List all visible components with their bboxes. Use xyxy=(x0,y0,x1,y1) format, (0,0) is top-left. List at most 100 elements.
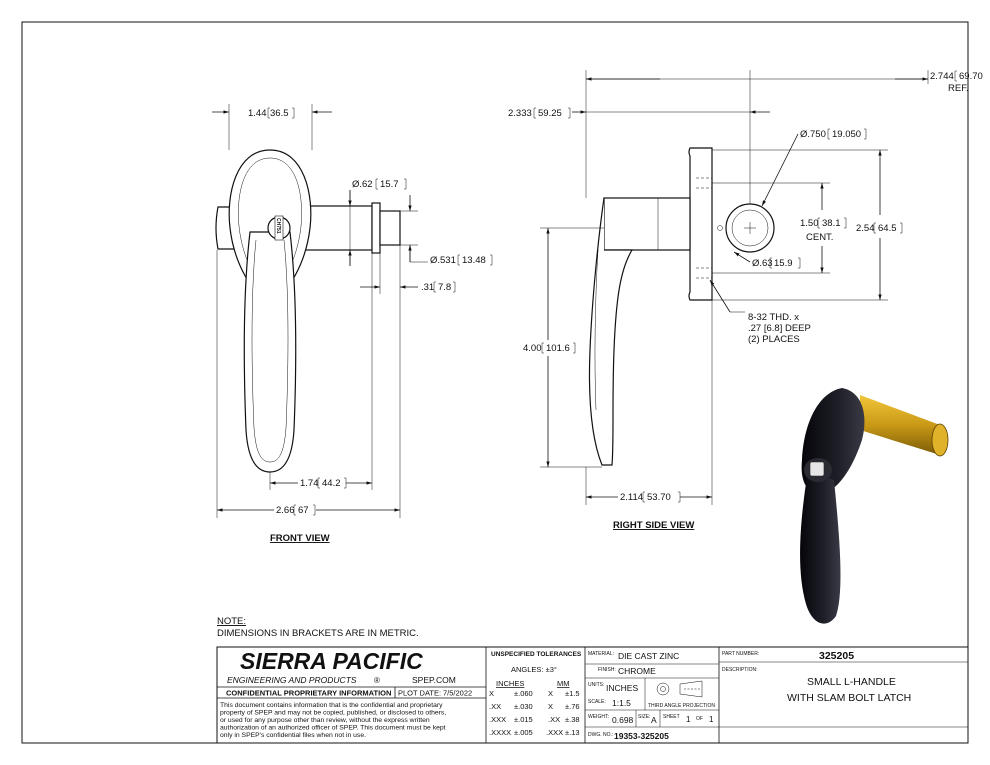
dim-ref-len: 2.744 xyxy=(930,71,954,82)
dim-overall-width-mm: 67 xyxy=(298,505,309,516)
dim-bolt-dia-mm: 15.7 xyxy=(380,179,399,190)
finish: CHROME xyxy=(618,666,656,676)
lock-mark: CH751 xyxy=(275,218,281,234)
thread-note-2: .27 [6.8] DEEP xyxy=(748,323,811,334)
tol-mm-key-4: .XXX xyxy=(546,728,563,737)
dim-base-len-mm: 53.70 xyxy=(647,492,671,503)
dwg-label: DWG. NO.: xyxy=(588,732,613,738)
tol-mm-val-4: ±.13 xyxy=(565,728,580,737)
tol-in-key-4: .XXXX xyxy=(489,728,511,737)
description-line-2: WITH SLAM BOLT LATCH xyxy=(787,692,911,704)
dim-overall-width: 2.66 xyxy=(276,505,295,516)
side-view-title: RIGHT SIDE VIEW xyxy=(613,520,694,531)
tol-in-key-2: .XX xyxy=(489,702,501,711)
dim-height-mm: 64.5 xyxy=(878,223,897,234)
tol-mm-val-1: ±1.5 xyxy=(565,689,580,698)
dim-hole-dia: Ø.750 xyxy=(800,129,826,140)
material: DIE CAST ZINC xyxy=(618,651,679,661)
dim-boss-dia-mm: 15.9 xyxy=(774,258,793,269)
confidential-text-4: authorization of an authorized officer o… xyxy=(220,725,446,732)
units-label: UNITS: xyxy=(588,682,604,688)
sheet-number: 1 xyxy=(686,715,691,724)
dim-ref-len-mm: 69.70 xyxy=(959,71,983,82)
of-label: OF xyxy=(696,716,703,722)
title-block: SIERRA PACIFIC ENGINEERING AND PRODUCTS … xyxy=(216,646,969,744)
mm-label: MM xyxy=(557,679,570,688)
dim-center-mm: 38.1 xyxy=(822,218,841,229)
dim-handle-len: 1.74 xyxy=(300,478,319,489)
inches-label: INCHES xyxy=(496,679,524,688)
tol-mm-val-2: ±.76 xyxy=(565,702,580,711)
side-view: 2.333 59.25 2.744 69.70 REF. Ø.750 19.05… xyxy=(508,70,983,531)
dim-bolt-tip-dia-mm: 13.48 xyxy=(462,255,486,266)
description-label: DESCRIPTION: xyxy=(722,667,758,673)
tol-mm-val-3: ±.38 xyxy=(565,715,580,724)
scale: 1:1.5 xyxy=(612,698,631,708)
third-angle-projection-icon xyxy=(656,680,703,698)
size: A xyxy=(651,715,657,725)
part-number: 325205 xyxy=(819,650,854,662)
plot-date-label: PLOT DATE: xyxy=(398,689,441,698)
part-number-label: PART NUMBER: xyxy=(722,651,759,657)
dim-handle-height-mm: 101.6 xyxy=(546,343,570,354)
material-label: MATERIAL: xyxy=(588,651,614,657)
dim-base-len: 2.114 xyxy=(620,492,643,503)
note-text: DIMENSIONS IN BRACKETS ARE IN METRIC. xyxy=(217,628,419,639)
scale-label: SCALE: xyxy=(588,699,606,705)
website: SPEP.COM xyxy=(412,675,456,685)
sheet-label: SHEET xyxy=(663,714,680,720)
thread-note-1: 8-32 THD. x xyxy=(748,312,799,323)
note-title: NOTE: xyxy=(217,616,246,627)
tol-in-val-1: ±.060 xyxy=(514,689,533,698)
projection-label: THIRD ANGLE PROJECTION xyxy=(648,703,715,709)
dim-height: 2.54 xyxy=(856,223,875,234)
dim-bolt-tip-len-mm: 7.8 xyxy=(438,282,451,293)
confidential-text-5: only in SPEP's confidential files when n… xyxy=(220,732,366,739)
company-name: SIERRA PACIFIC xyxy=(240,648,423,674)
tol-in-val-3: ±.015 xyxy=(514,715,533,724)
dim-depth-mm: 59.25 xyxy=(538,108,562,119)
dim-center-label: CENT. xyxy=(806,232,833,243)
dim-bolt-tip-dia: Ø.531 xyxy=(430,255,456,266)
dim-depth: 2.333 xyxy=(508,108,532,119)
size-label: SIZE: xyxy=(638,714,651,720)
confidential-text-2: property of SPEP and may not be copied, … xyxy=(220,710,446,717)
sheet-border xyxy=(21,21,969,744)
tol-mm-key-1: X xyxy=(548,689,553,698)
dim-hole-dia-mm: 19.050 xyxy=(832,129,861,140)
dim-bolt-tip-len: .31 xyxy=(421,282,434,293)
dim-ref-label: REF. xyxy=(948,83,969,94)
confidential-text-3: or used for any purpose other than revie… xyxy=(220,717,430,724)
dim-boss-dia: Ø.63 xyxy=(752,258,773,269)
tol-in-key-3: .XXX xyxy=(489,715,506,724)
dim-handle-height: 4.00 xyxy=(523,343,542,354)
tolerances-header: UNSPECIFIED TOLERANCES xyxy=(491,651,582,658)
weight: 0.698 xyxy=(612,715,634,725)
tol-in-val-4: ±.005 xyxy=(514,728,533,737)
angles: ANGLES: ±3° xyxy=(511,665,557,674)
weight-label: WEIGHT: xyxy=(588,714,609,720)
front-view-title: FRONT VIEW xyxy=(270,533,330,544)
thread-note-3: (2) PLACES xyxy=(748,334,800,345)
sheet-count: 1 xyxy=(709,715,714,724)
iso-render xyxy=(800,388,949,624)
dwg-number: 19353-325205 xyxy=(614,731,669,741)
tol-mm-key-2: X xyxy=(548,702,553,711)
tol-in-val-2: ±.030 xyxy=(514,702,533,711)
tol-in-key-1: X xyxy=(489,689,494,698)
units: INCHES xyxy=(606,683,638,693)
finish-label: FINISH: xyxy=(598,667,616,673)
registered-mark: ® xyxy=(374,676,380,685)
front-view: CH751 1.44 36.5 Ø.62 15.7 Ø.531 13.48 xyxy=(212,104,493,544)
tol-mm-key-3: .XX xyxy=(548,715,560,724)
dim-handle-len-mm: 44.2 xyxy=(322,478,341,489)
confidential-text-1: This document contains information that … xyxy=(220,702,443,709)
dim-bolt-dia: Ø.62 xyxy=(352,179,373,190)
dim-top-width-mm: 36.5 xyxy=(270,108,289,119)
dim-center: 1.50 xyxy=(800,218,819,229)
dim-top-width: 1.44 xyxy=(248,108,267,119)
company-sub: ENGINEERING AND PRODUCTS xyxy=(227,675,357,685)
confidential-header: CONFIDENTIAL PROPRIETARY INFORMATION xyxy=(226,689,391,698)
plot-date: 7/5/2022 xyxy=(443,689,472,698)
